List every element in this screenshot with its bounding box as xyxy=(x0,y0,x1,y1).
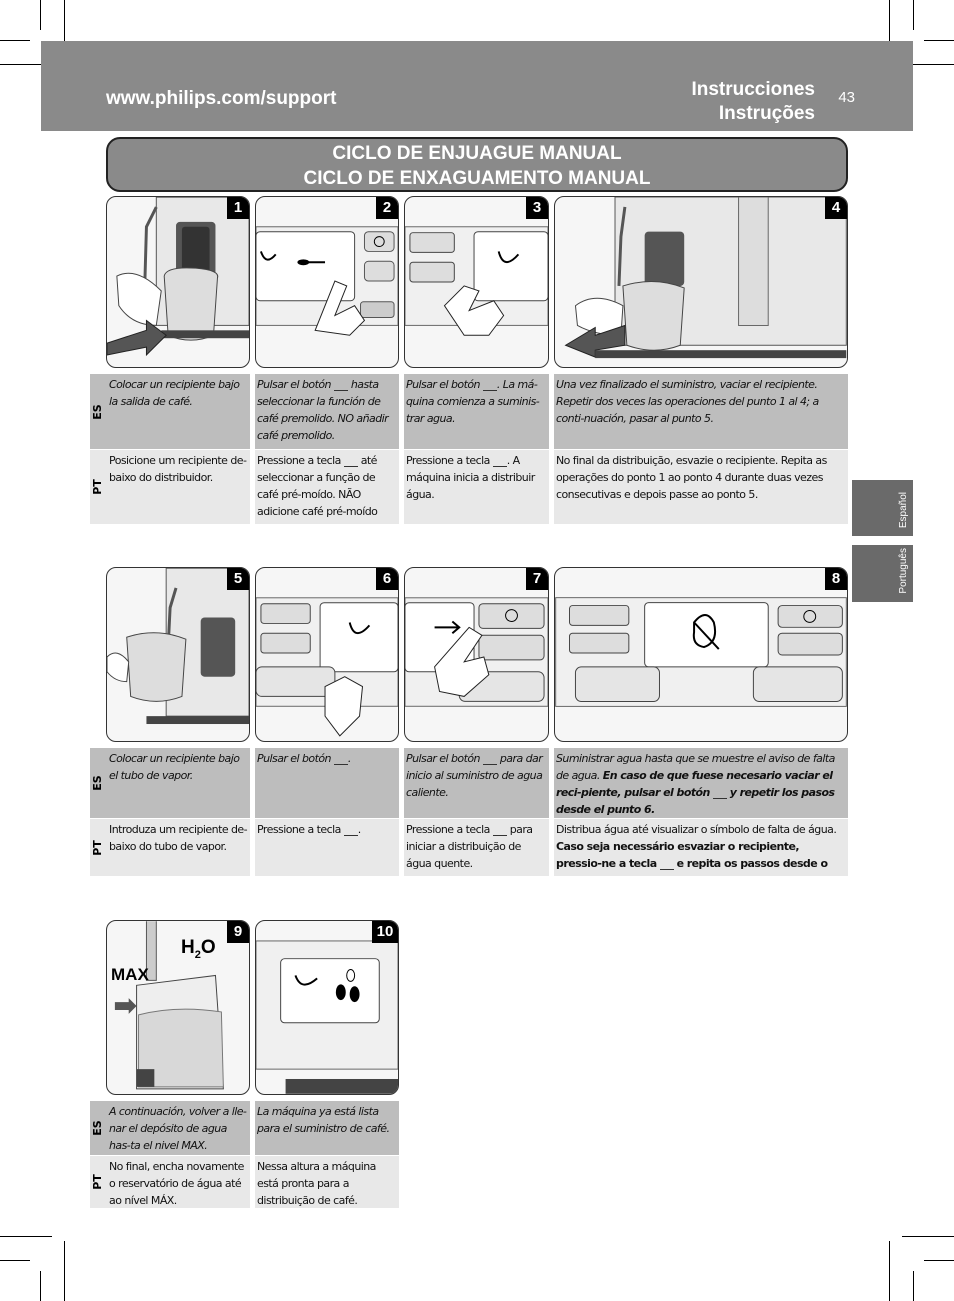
step-2-text-es: Pulsar el botón hasta seleccionar la fun… xyxy=(255,374,399,449)
step-number: 8 xyxy=(825,568,847,590)
step-2-text-pt: Pressione a tecla até seleccionar a funç… xyxy=(255,450,399,524)
steam-hot-water-icon xyxy=(333,753,348,765)
crop-mark xyxy=(64,0,65,60)
step-7-text-es: Pulsar el botón para dar inicio al sumin… xyxy=(404,748,549,818)
step-number: 6 xyxy=(376,568,398,590)
control-panel-illustration xyxy=(405,597,548,707)
machine-cup-illustration xyxy=(107,197,249,357)
crop-mark xyxy=(924,1260,954,1261)
side-tab-espanol[interactable]: Español xyxy=(852,480,913,536)
memo-cup-icon xyxy=(492,455,507,467)
illustration-step-9: H2O MAX 9 xyxy=(106,920,250,1095)
illustration-step-6: 6 xyxy=(255,567,399,742)
step-3-text-pt: Pressione a tecla . A máquina inicia a d… xyxy=(404,450,549,524)
ground-coffee-icon xyxy=(343,455,358,467)
page-number: 43 xyxy=(838,89,855,106)
crop-mark xyxy=(0,1236,52,1237)
memo-cup-icon xyxy=(482,379,497,391)
step-number: 3 xyxy=(526,197,548,219)
lang-label-es: ES xyxy=(90,1101,107,1155)
crop-mark xyxy=(40,1271,41,1301)
crop-mark xyxy=(0,1260,30,1261)
step-10-text-pt: Nessa altura a máquina está pronta para … xyxy=(255,1156,399,1208)
step-8-text-es: Suministrar agua hasta que se muestre el… xyxy=(554,748,848,818)
step-number: 2 xyxy=(376,197,398,219)
illustration-step-8: 8 xyxy=(554,567,848,742)
lang-label-pt: PT xyxy=(90,819,107,876)
crop-mark xyxy=(902,64,954,65)
control-panel-illustration xyxy=(256,226,398,336)
crop-mark xyxy=(0,64,52,65)
lang-label-pt: PT xyxy=(90,1156,107,1208)
lang-label-pt: PT xyxy=(90,450,107,524)
illustration-step-1: 1 xyxy=(106,196,250,368)
power-icon xyxy=(482,753,497,765)
lang-label-es: ES xyxy=(90,374,107,449)
crop-mark xyxy=(40,0,41,30)
ready-display-illustration xyxy=(256,940,398,1094)
step-number: 4 xyxy=(825,197,847,219)
section-title-es: CICLO DE ENJUAGUE MANUAL xyxy=(332,143,622,164)
step-number: 1 xyxy=(227,197,249,219)
water-tank-illustration xyxy=(114,921,224,1090)
illustration-step-3: 3 xyxy=(404,196,549,368)
crop-mark xyxy=(902,1236,954,1237)
step-5-text-pt: Introduza um recipiente de-baixo do tubo… xyxy=(107,819,250,876)
illustration-step-10: 10 xyxy=(255,920,399,1095)
memo-cup-icon xyxy=(659,858,674,870)
crop-mark xyxy=(889,0,890,60)
control-panel-illustration xyxy=(405,226,548,336)
memo-cup-icon xyxy=(712,787,727,799)
page-header: www.philips.com/support Instrucciones In… xyxy=(41,41,913,131)
support-url[interactable]: www.philips.com/support xyxy=(106,88,337,109)
step-7-text-pt: Pressione a tecla para iniciar a distrib… xyxy=(404,819,549,876)
lang-label-es: ES xyxy=(90,748,107,818)
crop-mark xyxy=(913,0,914,30)
section-title-banner: CICLO DE ENJUAGUE MANUAL CICLO DE ENXAGU… xyxy=(106,137,848,192)
crop-mark xyxy=(913,1271,914,1301)
step-4-text-pt: No final da distribuição, esvazie o reci… xyxy=(554,450,848,524)
step-4-text-es: Una vez finalizado el suministro, vaciar… xyxy=(554,374,848,449)
crop-mark xyxy=(0,40,30,41)
header-title-es: Instrucciones xyxy=(691,79,815,100)
step-9-text-pt: No final, encha novamente o reservatório… xyxy=(107,1156,250,1208)
step-1-text-es: Colocar un recipiente bajo la salida de … xyxy=(107,374,250,449)
illustration-step-4: 4 xyxy=(554,196,848,368)
illustration-step-2: 2 xyxy=(255,196,399,368)
header-title-pt: Instruções xyxy=(718,103,815,124)
step-number: 7 xyxy=(526,568,548,590)
section-title-pt: CICLO DE ENXAGUAMENTO MANUAL xyxy=(303,168,651,189)
step-5-text-es: Colocar un recipiente bajo el tubo de va… xyxy=(107,748,250,818)
ground-coffee-icon xyxy=(333,379,348,391)
crop-mark xyxy=(924,40,954,41)
step-10-text-es: La máquina ya está lista para el suminis… xyxy=(255,1101,399,1155)
step-6-text-es: Pulsar el botón . xyxy=(255,748,399,818)
crop-mark xyxy=(64,1241,65,1301)
crop-mark xyxy=(889,1241,890,1301)
step-9-text-es: A continuación, volver a lle-nar el depó… xyxy=(107,1101,250,1155)
step-8-text-pt: Distribua água até visualizar o símbolo … xyxy=(554,819,848,876)
max-level-label: MAX xyxy=(111,965,149,984)
steam-hot-water-icon xyxy=(343,824,358,836)
illustration-step-5: 5 xyxy=(106,567,250,742)
illustration-step-7: 7 xyxy=(404,567,549,742)
step-1-text-pt: Posicione um recipiente de-baixo do dist… xyxy=(107,450,250,524)
step-number: 10 xyxy=(372,921,398,943)
machine-cup-illustration xyxy=(564,197,847,359)
control-panel-illustration xyxy=(256,597,398,737)
step-6-text-pt: Pressione a tecla . xyxy=(255,819,399,876)
steam-wand-cup-illustration xyxy=(107,568,249,725)
step-number: 9 xyxy=(227,921,249,943)
step-number: 5 xyxy=(227,568,249,590)
h2o-label: H2O xyxy=(181,937,216,961)
control-panel-illustration xyxy=(555,597,847,707)
power-icon xyxy=(492,824,507,836)
step-3-text-es: Pulsar el botón . La má-quina comienza a… xyxy=(404,374,549,449)
side-tab-portugues[interactable]: Português xyxy=(852,545,913,602)
